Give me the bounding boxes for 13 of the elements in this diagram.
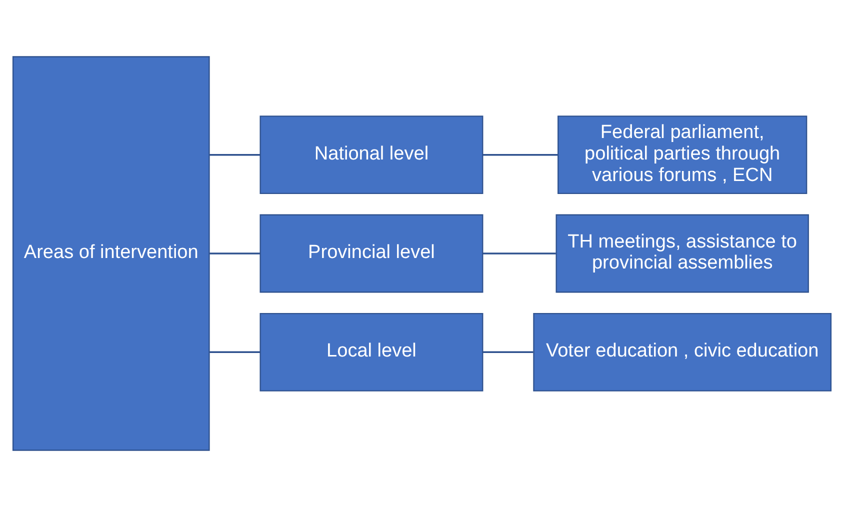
node-box: Federal parliament, political parties through various forums , ECN [558, 115, 808, 194]
connector [482, 252, 556, 254]
connector [210, 252, 260, 254]
node-box: Voter education , civic education [533, 312, 832, 391]
node-box: Local level [260, 312, 484, 391]
node-box: TH meetings, assistance to provincial assemblies [556, 214, 809, 292]
connector [210, 350, 260, 353]
node-box: Areas of intervention [12, 56, 210, 450]
connector [482, 153, 558, 156]
node-box: National level [260, 115, 484, 194]
node-box: Provincial level [260, 214, 484, 292]
connector [482, 350, 534, 353]
connector [210, 153, 260, 156]
